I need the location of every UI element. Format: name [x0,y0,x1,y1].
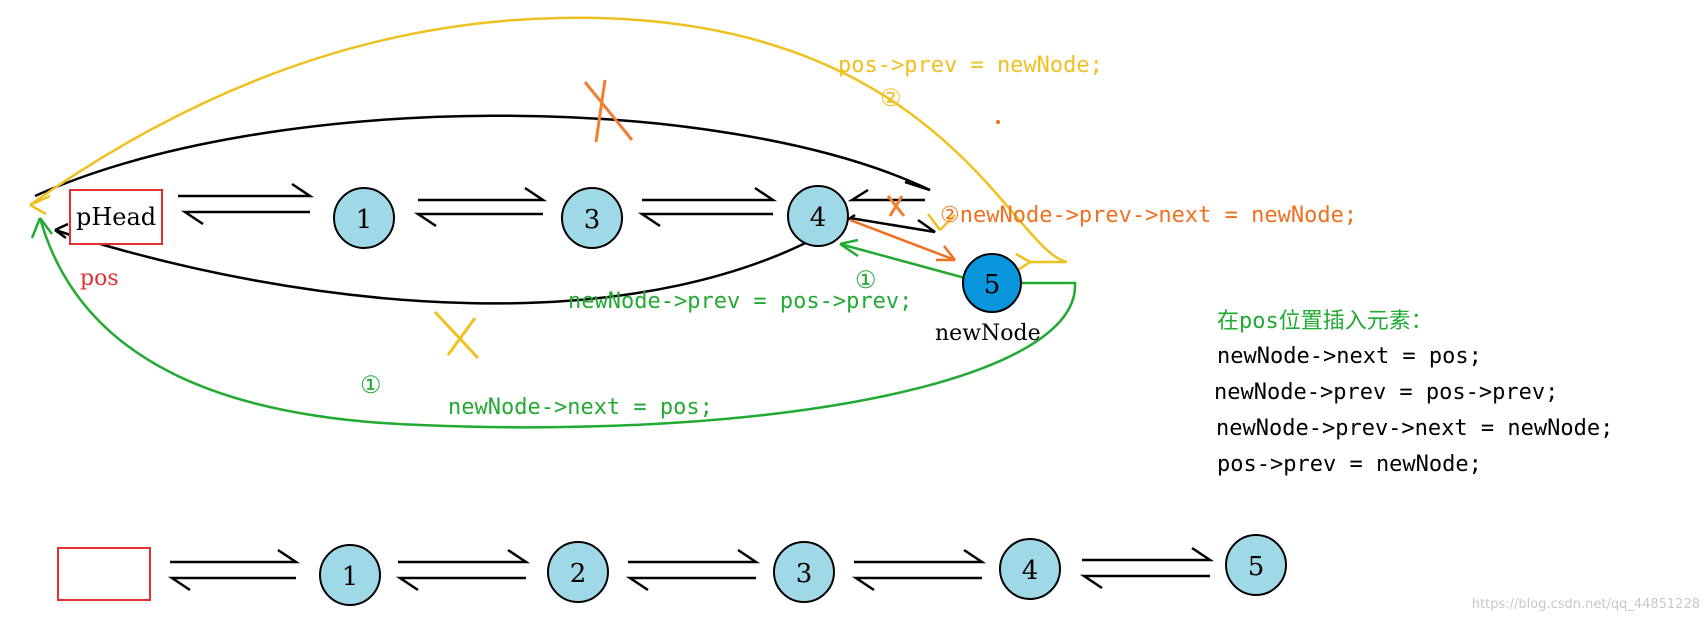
circle-2-top: ② [880,84,902,112]
cross-top-icon [583,79,634,143]
b-arrow-3-4 [854,548,987,564]
bottom-arrows [167,546,1215,592]
code-line-2: newNode->prev = pos->prev; [1214,380,1558,405]
top-node-4: 4 [787,185,849,247]
arrow-head-to-1 [178,182,315,198]
ann-pos-prev: pos->prev = newNode; [838,53,1103,78]
arrow-3-to-4 [642,186,778,202]
pos-label: pos [80,266,119,291]
bottom-node-5: 5 [1225,534,1287,596]
circle-1-left: ① [360,371,382,399]
yellow-dot [996,120,1000,124]
top-node-4-label: 4 [810,203,827,233]
new-node-label: newNode [935,321,1041,346]
top-node-3: 3 [561,187,623,249]
watermark: https://blog.csdn.net/qq_44851228 [1472,597,1700,612]
b-arrow-2-1 [395,576,526,592]
b-arrow-2-3 [628,548,761,564]
ann-new-next: newNode->next = pos; [448,395,713,420]
b-arrow-1-h [167,576,296,592]
yellow-arc-tip [29,194,51,216]
code-line-3: newNode->prev->next = newNode; [1216,416,1613,441]
bottom-node-2-label: 2 [570,559,587,589]
orange-4-to-5-tip [936,245,956,262]
yellow-arc [29,16,1068,264]
old-link-4-to-head [34,114,931,198]
yellow-small-4-to-5 [927,213,956,231]
circle-1-right: ① [855,266,877,294]
top-node-1: 1 [333,187,395,249]
b-arrow-1-2 [398,548,531,564]
cross-marks [433,79,906,360]
b-arrow-3-2 [625,576,756,592]
b-arrow-5-4 [1079,574,1210,590]
cross-mid-icon [886,195,906,217]
code-title: 在pos位置插入元素： [1217,309,1433,334]
ann-new-prev: newNode->prev = pos->prev; [568,289,912,314]
b-arrow-h-1 [170,548,301,564]
top-new-node-5-label: 5 [984,270,1001,300]
arrow-3-to-1 [413,212,543,228]
old-link-head-to-4 [54,213,856,305]
bottom-node-4-label: 4 [1022,556,1039,586]
cross-bottom-icon [433,310,480,360]
phead-label: pHead [76,203,156,231]
top-node-1-label: 1 [356,205,373,235]
bottom-head-box [57,547,151,601]
green-5-to-4-tip [839,238,859,258]
b-arrow-4-5 [1082,546,1215,562]
arrow-4-to-5-black [849,216,936,234]
green-big-arc-tip [30,217,53,239]
ann-prev-next: ②newNode->prev->next = newNode; [940,203,1357,228]
old-link-head-to-4-tip [54,222,69,240]
orange-4-to-5 [849,218,956,262]
step2-yellow-arc [29,16,1068,272]
step2-orange [849,218,956,262]
step1-green [30,217,1077,429]
old-link-4-to-head-tip [904,180,931,192]
top-arrows [34,114,936,305]
bottom-node-1-label: 1 [342,562,359,592]
arrow-1-to-3 [418,186,548,202]
arrow-4-to-3 [637,212,773,228]
top-new-node-5: 5 [962,253,1022,313]
bottom-node-4: 4 [999,538,1061,600]
b-arrow-4-3 [851,576,982,592]
code-line-4: pos->prev = newNode; [1217,452,1482,477]
code-line-1: newNode->next = pos; [1217,344,1482,369]
top-node-3-label: 3 [584,205,601,235]
bottom-node-2: 2 [547,541,609,603]
bottom-node-3-label: 3 [796,559,813,589]
yellow-arrow-5-in [1015,252,1031,272]
bottom-node-1: 1 [319,544,381,606]
green-5-to-4 [839,242,966,280]
green-big-arc [38,217,1077,429]
phead-box [69,189,163,245]
bottom-node-5-label: 5 [1248,552,1265,582]
arrow-1-to-head [180,210,310,226]
bottom-node-3: 3 [773,541,835,603]
